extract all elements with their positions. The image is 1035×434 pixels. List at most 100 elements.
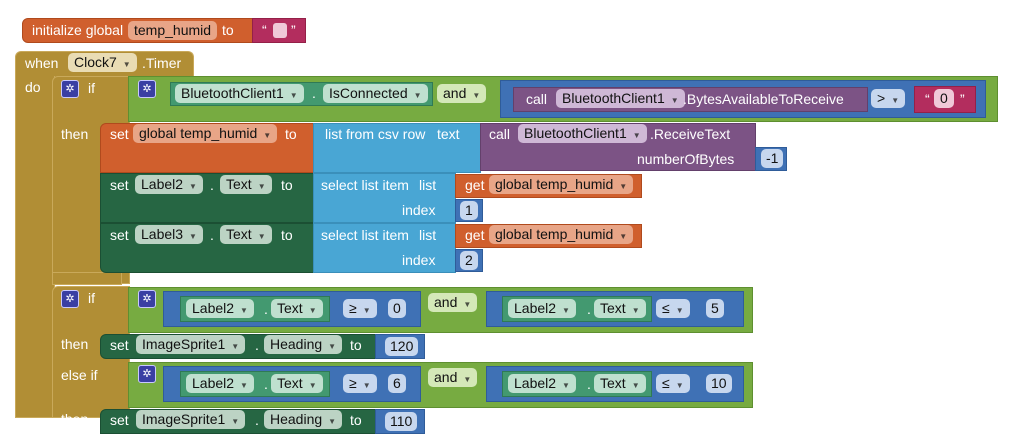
dropdown-arrow-icon: ▼: [562, 306, 570, 315]
number-value[interactable]: -1: [761, 149, 784, 168]
do-label: do: [25, 79, 41, 95]
component-dropdown[interactable]: Label3▼: [135, 225, 203, 244]
call-label: call: [489, 126, 511, 142]
global-name-field[interactable]: temp_humid: [128, 21, 218, 40]
component-dropdown[interactable]: Label2▼: [508, 374, 576, 393]
number-value[interactable]: 1: [460, 201, 478, 220]
to-label: to: [281, 227, 293, 243]
dropdown-arrow-icon: ▼: [362, 306, 371, 315]
if-label: if: [88, 290, 95, 306]
clock-dropdown[interactable]: Clock7▼: [68, 53, 137, 72]
open-quote: “: [262, 22, 267, 38]
get-label: get: [465, 177, 485, 193]
component-dropdown[interactable]: Label2▼: [135, 175, 203, 194]
then-label: then: [61, 336, 89, 352]
operator-dropdown[interactable]: ≤▼: [656, 299, 690, 318]
dot: .: [587, 376, 591, 392]
component-dropdown[interactable]: BluetoothClient1▼: [518, 124, 647, 143]
property-dropdown[interactable]: Text▼: [271, 374, 323, 393]
dot: .: [210, 177, 214, 193]
mutator-gear-icon[interactable]: ✲: [61, 290, 79, 308]
set-label: set: [110, 177, 129, 193]
close-quote: ”: [960, 91, 965, 107]
mutator-gear-icon[interactable]: ✲: [138, 290, 156, 308]
property-dropdown[interactable]: Heading▼: [264, 410, 343, 429]
init-label: initialize global: [32, 22, 124, 38]
close-quote: ”: [291, 22, 296, 38]
number-value[interactable]: 2: [460, 251, 478, 270]
property-dropdown[interactable]: Heading▼: [264, 335, 343, 354]
call-label: call: [526, 91, 548, 107]
dropdown-arrow-icon: ▼: [122, 60, 131, 69]
number-value[interactable]: 5: [706, 299, 724, 318]
dropdown-arrow-icon: ▼: [231, 342, 240, 351]
property-dropdown[interactable]: Text▼: [594, 374, 646, 393]
dot: .: [210, 227, 214, 243]
else-if-label: else if: [61, 367, 98, 383]
component-dropdown[interactable]: Label2▼: [186, 299, 254, 318]
and-dropdown[interactable]: and▼: [428, 368, 478, 387]
dot: .: [264, 301, 268, 317]
list-from-csv-row-block[interactable]: [313, 123, 481, 173]
select-list-item-block[interactable]: [313, 223, 456, 273]
property-dropdown[interactable]: Text▼: [220, 175, 272, 194]
component-dropdown[interactable]: ImageSprite1▼: [136, 335, 246, 354]
property-dropdown[interactable]: Text▼: [271, 299, 323, 318]
text-value[interactable]: 0: [934, 89, 954, 108]
component-dropdown[interactable]: ImageSprite1▼: [136, 410, 246, 429]
operator-dropdown[interactable]: >▼: [871, 89, 906, 108]
dropdown-arrow-icon: ▼: [257, 182, 266, 191]
method-label: .BytesAvailableToReceive: [683, 91, 844, 107]
component-dropdown[interactable]: BluetoothClient1▼: [175, 84, 304, 103]
component-dropdown[interactable]: BluetoothClient1▼: [556, 89, 685, 108]
property-dropdown[interactable]: Text▼: [594, 299, 646, 318]
dropdown-arrow-icon: ▼: [257, 232, 266, 241]
dropdown-arrow-icon: ▼: [562, 381, 570, 390]
operator-dropdown[interactable]: ≥▼: [343, 374, 377, 393]
param-label: numberOfBytes: [637, 151, 735, 167]
component-dropdown[interactable]: Label2▼: [508, 299, 576, 318]
dropdown-arrow-icon: ▼: [189, 232, 197, 241]
list-csv-label: list from csv row: [325, 126, 426, 142]
event-body-rail: [15, 76, 55, 418]
number-value[interactable]: 120: [385, 337, 419, 356]
empty-text-field[interactable]: [273, 23, 287, 38]
number-value[interactable]: 10: [706, 374, 732, 393]
property-dropdown[interactable]: Text▼: [220, 225, 272, 244]
mutator-gear-icon[interactable]: ✲: [138, 365, 156, 383]
mutator-gear-icon[interactable]: ✲: [61, 80, 79, 98]
variable-dropdown[interactable]: global temp_humid▼: [489, 175, 634, 194]
number-value[interactable]: 110: [385, 412, 418, 431]
dropdown-arrow-icon: ▼: [263, 131, 272, 140]
if-block-1-footer: [52, 272, 122, 285]
and-dropdown[interactable]: and▼: [428, 293, 478, 312]
variable-dropdown[interactable]: global temp_humid▼: [133, 124, 278, 143]
variable-dropdown[interactable]: global temp_humid▼: [489, 225, 634, 244]
operator-dropdown[interactable]: ≥▼: [343, 299, 377, 318]
select-label: select list item: [321, 227, 409, 243]
dropdown-arrow-icon: ▼: [631, 306, 640, 315]
dropdown-arrow-icon: ▼: [619, 232, 628, 241]
select-list-item-block[interactable]: [313, 173, 456, 223]
and-dropdown[interactable]: and▼: [437, 84, 487, 103]
dot: .: [312, 85, 316, 101]
to-label: to: [350, 337, 362, 353]
set-label: set: [110, 337, 129, 353]
to-label: to: [350, 412, 362, 428]
mutator-gear-icon[interactable]: ✲: [138, 80, 156, 98]
dropdown-arrow-icon: ▼: [240, 381, 248, 390]
property-dropdown[interactable]: IsConnected▼: [323, 84, 428, 103]
open-quote: “: [925, 91, 930, 107]
dot: .: [264, 376, 268, 392]
dropdown-arrow-icon: ▼: [240, 306, 248, 315]
dropdown-arrow-icon: ▼: [189, 182, 197, 191]
component-dropdown[interactable]: Label2▼: [186, 374, 254, 393]
dropdown-arrow-icon: ▼: [670, 96, 679, 105]
dropdown-arrow-icon: ▼: [632, 131, 641, 140]
number-value[interactable]: 6: [388, 374, 406, 393]
then-label: then: [61, 411, 89, 427]
index-label: index: [402, 202, 436, 218]
operator-dropdown[interactable]: ≤▼: [656, 374, 690, 393]
number-value[interactable]: 0: [388, 299, 406, 318]
method-label: .ReceiveText: [650, 126, 731, 142]
